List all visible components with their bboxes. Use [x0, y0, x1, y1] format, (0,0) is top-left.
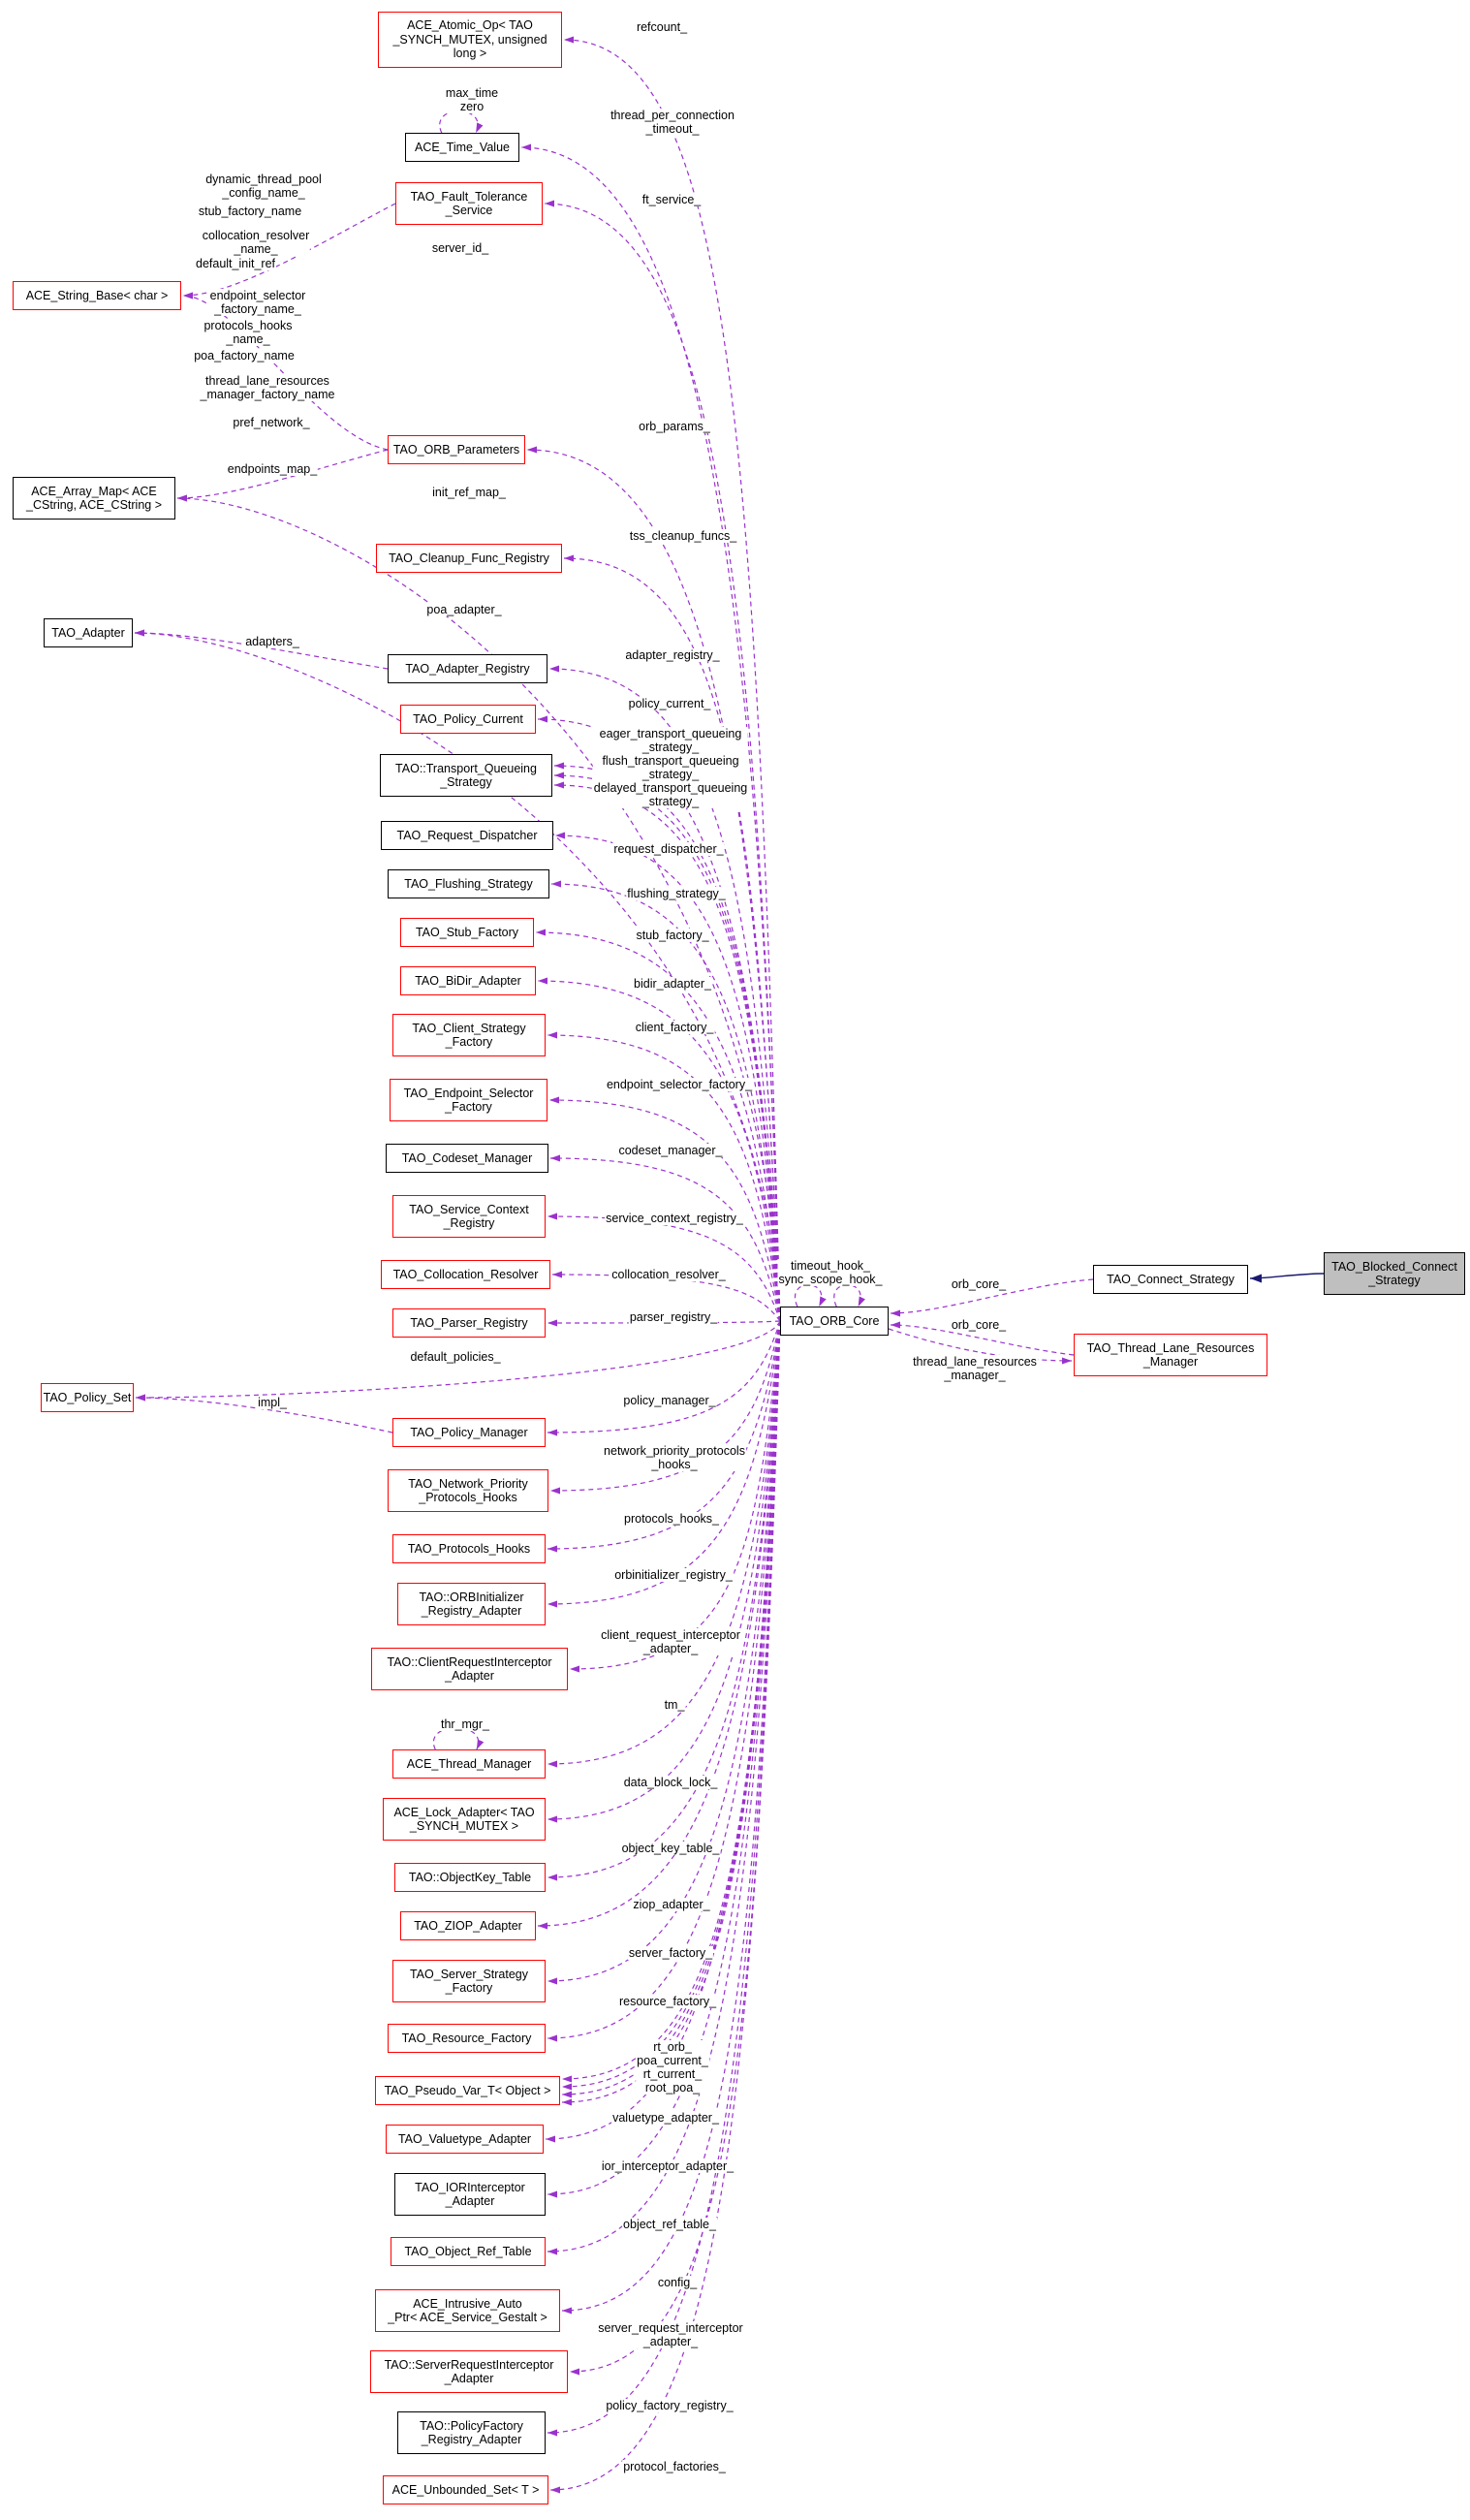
edge-orb-core-pseudo-var — [561, 1320, 781, 2098]
edge-policy-manager-policy-set — [135, 1394, 393, 1433]
edge-orb-core-policy-set — [135, 1320, 781, 1402]
class-node-policyfactory-registry[interactable]: TAO::PolicyFactory _Registry_Adapter — [397, 2411, 546, 2454]
class-node-server-strategy-factory[interactable]: TAO_Server_Strategy _Factory — [392, 1960, 546, 2002]
class-node-request-dispatcher[interactable]: TAO_Request_Dispatcher — [381, 821, 553, 850]
edge-orb-core-resource-factory — [547, 1320, 781, 2042]
edge-orb-core-adapter-registry — [548, 665, 781, 1322]
class-node-bidir-adapter[interactable]: TAO_BiDir_Adapter — [400, 966, 536, 995]
edge-orb-core-cleanup-func — [563, 554, 781, 1322]
class-node-orbinitializer-registry[interactable]: TAO::ORBInitializer _Registry_Adapter — [397, 1583, 546, 1625]
edge-orb-parameters-ace-string-base — [182, 292, 389, 451]
edge-adapter-registry-tao-adapter — [134, 629, 389, 670]
class-node-atomic-op[interactable]: ACE_Atomic_Op< TAO _SYNCH_MUTEX, unsigne… — [378, 12, 562, 68]
self-loop-orb-core-3 — [833, 1284, 866, 1307]
edge-orb-core-unbounded-set — [549, 1320, 781, 2494]
edge-orb-core-ior-interceptor — [547, 1320, 781, 2198]
class-node-policy-manager[interactable]: TAO_Policy_Manager — [392, 1418, 546, 1447]
edge-orb-core-pseudo-var — [561, 1320, 781, 2106]
class-node-thread-manager[interactable]: ACE_Thread_Manager — [392, 1749, 546, 1779]
edge-orb-core-collocation-resolver — [551, 1271, 781, 1322]
edge-orb-core-pseudo-var — [561, 1320, 781, 2083]
edge-orb-core-policyfactory-registry — [547, 1320, 781, 2437]
class-node-protocols-hooks[interactable]: TAO_Protocols_Hooks — [392, 1534, 546, 1563]
edge-orb-core-flushing-strategy — [550, 880, 781, 1322]
class-node-blocked-connect[interactable]: TAO_Blocked_Connect _Strategy — [1324, 1252, 1465, 1295]
edge-orb-parameters-ace-array-map — [176, 449, 389, 502]
class-node-stub-factory[interactable]: TAO_Stub_Factory — [400, 918, 534, 947]
edge-orb-core-request-dispatcher — [554, 832, 781, 1322]
class-node-connect-strategy[interactable]: TAO_Connect_Strategy — [1093, 1265, 1248, 1294]
edge-orb-core-transport-queueing — [553, 762, 781, 1322]
edge-orb-core-objectkey-table — [547, 1320, 781, 1881]
edge-orb-core-object-ref-table — [547, 1320, 781, 2255]
edge-orb-core-intrusive-auto-ptr — [561, 1320, 781, 2315]
edge-orb-core-thread-lane — [888, 1328, 1073, 1365]
class-node-objectkey-table[interactable]: TAO::ObjectKey_Table — [394, 1863, 546, 1892]
edge-orb-core-orb-parameters — [526, 446, 781, 1322]
class-node-fault-tolerance[interactable]: TAO_Fault_Tolerance _Service — [395, 182, 543, 225]
class-node-parser-registry[interactable]: TAO_Parser_Registry — [392, 1308, 546, 1338]
edge-orb-core-ziop-adapter — [537, 1320, 781, 1930]
edge-orb-core-pseudo-var — [561, 1320, 781, 2091]
edge-orb-core-server-strategy-factory — [547, 1320, 781, 1985]
class-node-codeset-manager[interactable]: TAO_Codeset_Manager — [386, 1144, 548, 1173]
self-loop-thread-manager-1 — [432, 1726, 485, 1750]
edge-orb-core-policy-manager — [547, 1320, 781, 1436]
edge-orb-core-client-request-interceptor — [569, 1320, 781, 1673]
class-node-pseudo-var[interactable]: TAO_Pseudo_Var_T< Object > — [375, 2076, 560, 2105]
self-loop-time-value-0 — [439, 110, 484, 134]
edge-orb-core-valuetype-adapter — [545, 1320, 781, 2143]
class-node-policy-set[interactable]: TAO_Policy_Set — [41, 1383, 134, 1412]
class-node-flushing-strategy[interactable]: TAO_Flushing_Strategy — [388, 869, 549, 898]
class-node-ior-interceptor[interactable]: TAO_IORInterceptor _Adapter — [394, 2173, 546, 2216]
class-node-ace-string-base[interactable]: ACE_String_Base< char > — [13, 281, 181, 310]
class-node-resource-factory[interactable]: TAO_Resource_Factory — [388, 2024, 546, 2053]
class-node-endpoint-selector-factory[interactable]: TAO_Endpoint_Selector _Factory — [390, 1079, 547, 1121]
edge-orb-core-client-strategy-factory — [547, 1031, 781, 1322]
class-node-tao-adapter[interactable]: TAO_Adapter — [44, 618, 133, 647]
class-node-object-ref-table[interactable]: TAO_Object_Ref_Table — [391, 2237, 546, 2266]
class-node-service-context-registry[interactable]: TAO_Service_Context _Registry — [392, 1195, 546, 1238]
class-node-collocation-resolver[interactable]: TAO_Collocation_Resolver — [381, 1260, 550, 1289]
edge-orb-core-endpoint-selector-factory — [548, 1096, 781, 1322]
class-node-valuetype-adapter[interactable]: TAO_Valuetype_Adapter — [386, 2125, 544, 2154]
edge-orb-core-atomic-op — [563, 36, 781, 1322]
class-node-client-request-interceptor[interactable]: TAO::ClientRequestInterceptor _Adapter — [371, 1648, 568, 1690]
class-node-unbounded-set[interactable]: ACE_Unbounded_Set< T > — [383, 2475, 548, 2504]
edge-orb-core-lock-adapter — [547, 1320, 781, 1823]
edge-orb-core-service-context-registry — [547, 1213, 781, 1322]
class-node-transport-queueing[interactable]: TAO::Transport_Queueing _Strategy — [380, 754, 552, 797]
class-node-ace-array-map[interactable]: ACE_Array_Map< ACE _CString, ACE_CString… — [13, 477, 175, 520]
class-node-orb-parameters[interactable]: TAO_ORB_Parameters — [388, 435, 525, 464]
class-node-thread-lane[interactable]: TAO_Thread_Lane_Resources _Manager — [1074, 1334, 1267, 1376]
edge-blocked-connect-connect-strategy — [1249, 1273, 1325, 1283]
edge-orb-core-parser-registry — [547, 1319, 781, 1327]
class-node-policy-current[interactable]: TAO_Policy_Current — [400, 705, 536, 734]
edge-orb-core-bidir-adapter — [537, 977, 781, 1322]
edge-connect-strategy-orb-core — [890, 1278, 1094, 1317]
edge-orb-core-codeset-manager — [549, 1154, 781, 1322]
edge-fault-tolerance-ace-string-base — [182, 203, 396, 299]
class-node-network-priority[interactable]: TAO_Network_Priority _Protocols_Hooks — [388, 1469, 548, 1512]
class-node-client-strategy-factory[interactable]: TAO_Client_Strategy _Factory — [392, 1014, 546, 1056]
self-loop-orb-core-2 — [795, 1284, 827, 1307]
edge-orb-core-server-request-interceptor — [569, 1320, 781, 2376]
class-node-ziop-adapter[interactable]: TAO_ZIOP_Adapter — [400, 1911, 536, 1940]
edge-orb-core-protocols-hooks — [547, 1320, 781, 1553]
class-node-time-value[interactable]: ACE_Time_Value — [405, 133, 519, 162]
class-node-intrusive-auto-ptr[interactable]: ACE_Intrusive_Auto _Ptr< ACE_Service_Ges… — [375, 2289, 560, 2332]
edge-orb-core-fault-tolerance — [544, 200, 781, 1322]
edge-orb-core-network-priority — [549, 1320, 781, 1495]
class-node-server-request-interceptor[interactable]: TAO::ServerRequestInterceptor _Adapter — [370, 2350, 568, 2393]
class-node-cleanup-func[interactable]: TAO_Cleanup_Func_Registry — [376, 544, 562, 573]
edge-thread-lane-orb-core — [890, 1321, 1075, 1356]
class-node-orb-core[interactable]: TAO_ORB_Core — [780, 1307, 889, 1336]
class-node-lock-adapter[interactable]: ACE_Lock_Adapter< TAO _SYNCH_MUTEX > — [383, 1798, 546, 1841]
class-node-adapter-registry[interactable]: TAO_Adapter_Registry — [388, 654, 547, 683]
edge-orb-core-orbinitializer-registry — [547, 1320, 781, 1608]
edge-orb-core-time-value — [520, 143, 781, 1322]
